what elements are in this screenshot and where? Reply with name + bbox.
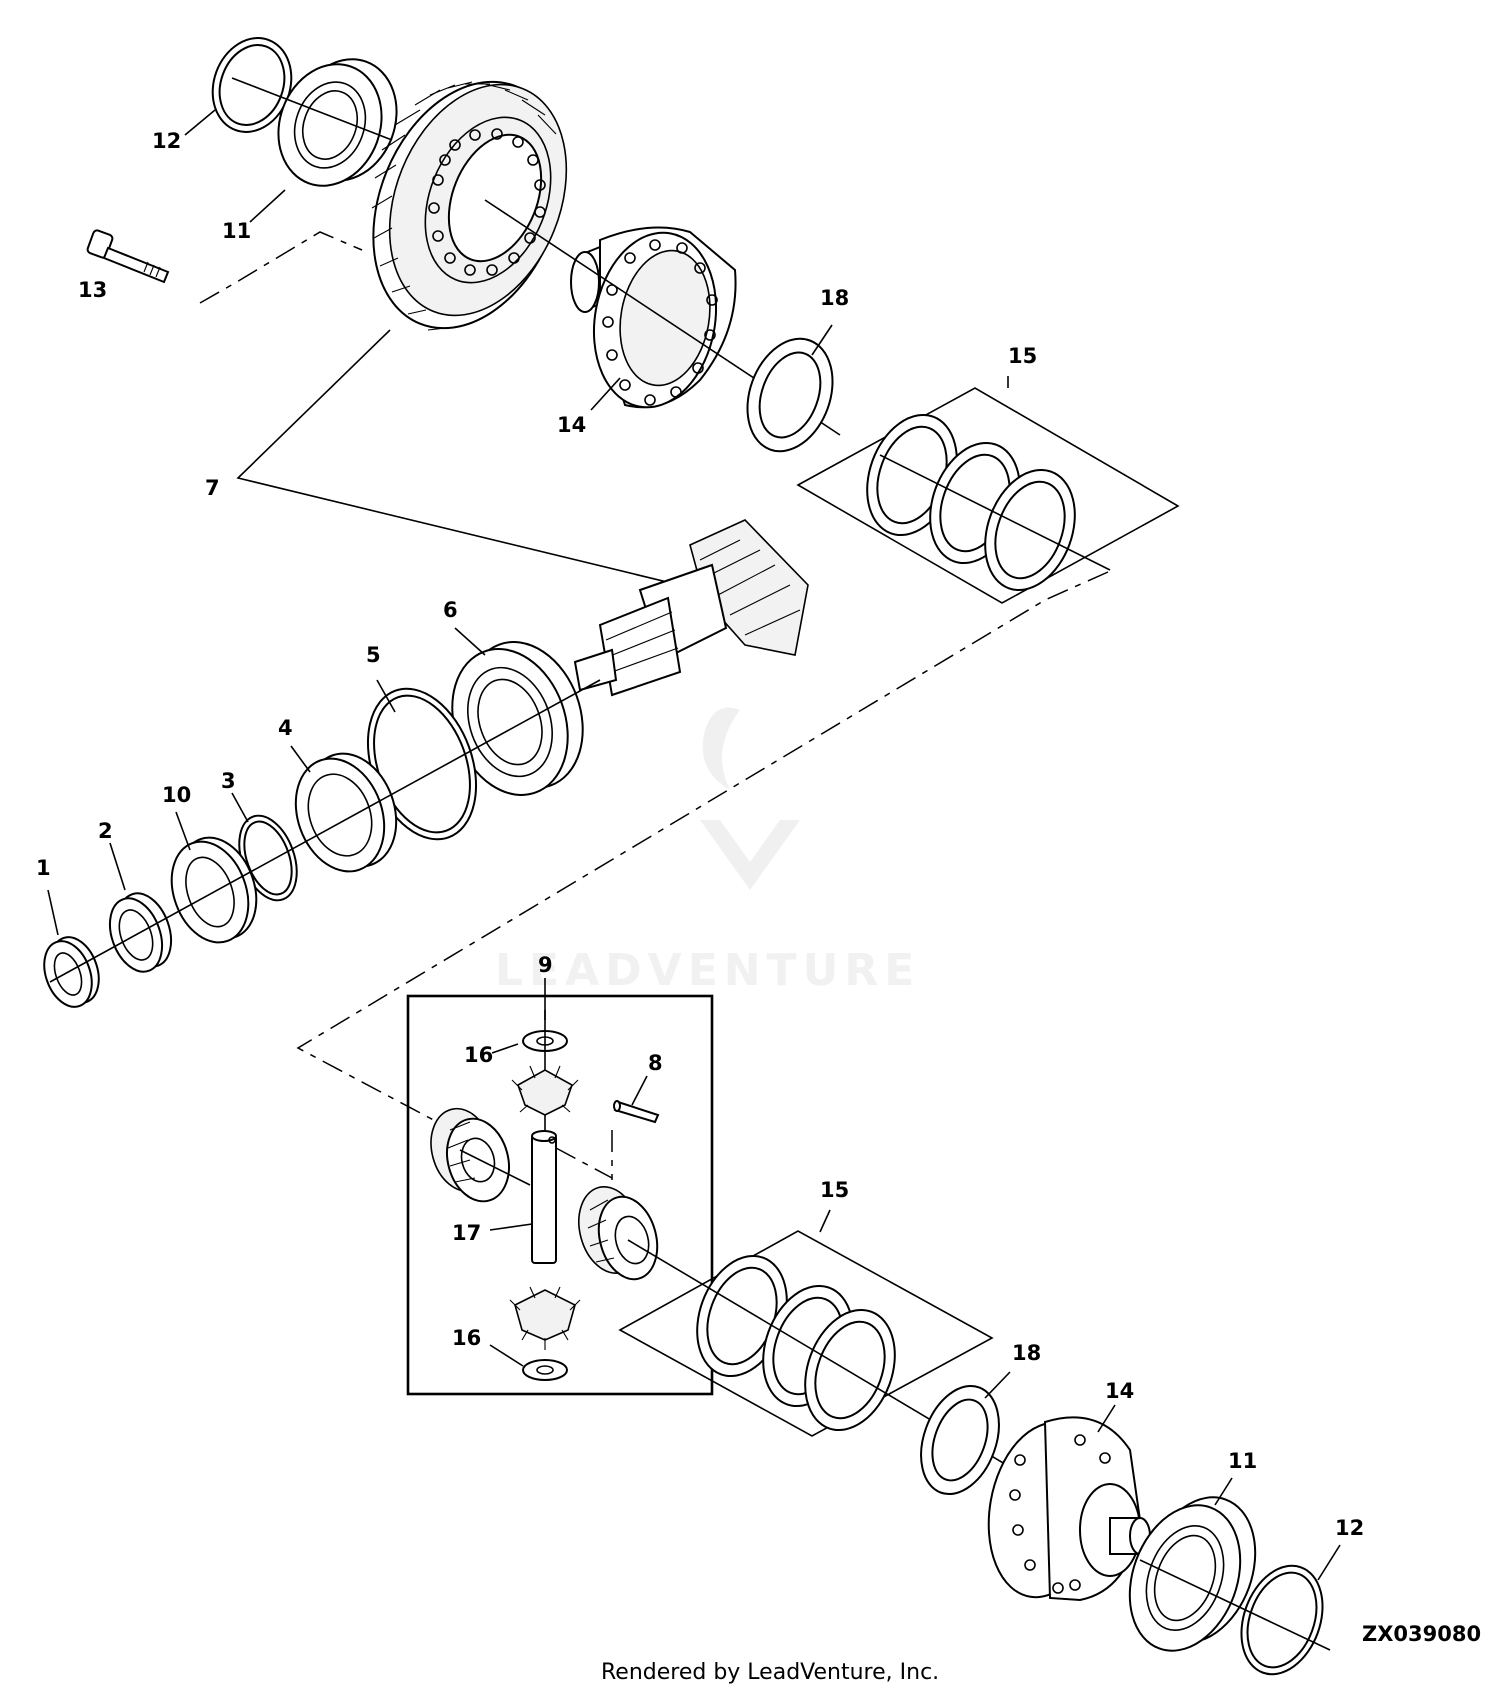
callout-7: 7 [205,476,220,500]
callout-13: 13 [78,278,107,302]
snap-ring-5 [366,687,478,841]
axis-line-side-gear-left [459,1149,531,1186]
clutch-pack-15-bottom [618,1230,994,1437]
watermark-text: LEADVENTURE [495,945,920,996]
thrust-washer-16-bottom [522,1359,568,1381]
callout-18-bottom: 18 [1012,1341,1041,1365]
bolt-13 [86,229,170,284]
differential-case-14-top [570,226,737,409]
leader-7 [236,329,701,591]
callout-11-bottom: 11 [1228,1449,1257,1473]
shaft-dashline [555,1147,613,1179]
callout-3: 3 [221,769,236,793]
callout-9: 9 [538,953,553,977]
callout-16-bottom: 16 [452,1326,481,1350]
bolt-path-dashline [199,231,363,304]
roll-pin-8 [613,1100,660,1124]
rendered-by-footer: Rendered by LeadVenture, Inc. [601,1660,939,1685]
bearing-11-bottom [1128,1496,1257,1652]
callout-11-top: 11 [222,219,251,243]
assembly-dashline [296,571,1109,1151]
figure-id: ZX039080 [1362,1622,1481,1646]
bearing-6 [451,641,584,796]
callout-15-bottom: 15 [820,1178,849,1202]
callout-labels: 12 11 13 18 15 14 7 6 5 4 3 10 2 1 9 16 … [36,129,1364,1540]
callout-2: 2 [98,819,113,843]
axis-line-top-bearing [231,77,393,141]
pinion-gear-bottom [509,1286,581,1350]
bearing-4 [294,752,398,873]
callout-4: 4 [278,716,293,740]
snap-ring-12-bottom [1240,1564,1324,1676]
thrust-washer-18-bottom [920,1384,1000,1496]
callout-12-top: 12 [152,129,181,153]
callout-8: 8 [648,1051,663,1075]
cross-shaft-17 [531,1130,557,1264]
differential-case-14-bottom [987,1416,1151,1602]
callout-18-top: 18 [820,286,849,310]
callout-10: 10 [162,783,191,807]
callout-17: 17 [452,1221,481,1245]
thrust-washer-18-top [746,337,834,453]
callout-14-bottom: 14 [1105,1379,1134,1403]
clutch-pack-15-top [796,387,1180,604]
callout-16-top: 16 [464,1043,493,1067]
watermark-logo: LEADVENTURE [495,707,920,996]
axis-line-bottom-bearing [1139,1559,1331,1651]
callout-15-top: 15 [1008,344,1037,368]
pinion-gear-top [511,1065,579,1116]
seal-10 [170,836,258,944]
callout-1: 1 [36,856,51,880]
pinion-shaft [573,519,809,697]
callout-leaders [47,109,1341,1581]
differential-internals-box [406,994,714,1396]
nut-1 [43,936,100,1008]
ring-gear-7 [371,80,568,331]
axis-line-pinion [49,679,601,983]
callout-14-top: 14 [557,413,586,437]
side-gear-right [578,1185,659,1281]
callout-5: 5 [366,643,381,667]
callout-6: 6 [443,598,458,622]
callout-12-bottom: 12 [1335,1516,1364,1540]
axis-line-clutch-top [879,454,1111,571]
side-gear-left [430,1107,510,1203]
